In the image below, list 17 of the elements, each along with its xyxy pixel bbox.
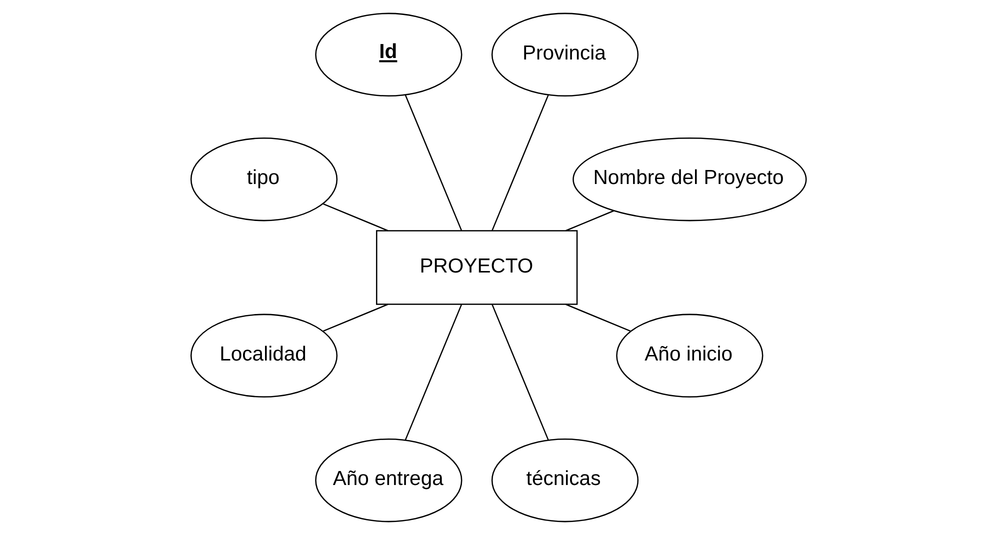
connector bbox=[404, 94, 462, 231]
node-ellipse: Provincia bbox=[491, 12, 639, 97]
connector bbox=[322, 203, 388, 232]
node-ellipse: Año inicio bbox=[616, 314, 764, 398]
node-ellipse: Localidad bbox=[190, 314, 338, 398]
node-ellipse: Año entrega bbox=[315, 438, 462, 522]
connector bbox=[492, 304, 549, 440]
node-ellipse: técnicas bbox=[491, 438, 639, 522]
node-box: PROYECTO bbox=[376, 230, 578, 305]
node-ellipse: tipo bbox=[190, 137, 338, 222]
connector bbox=[492, 94, 549, 231]
connector bbox=[404, 304, 462, 440]
connector bbox=[322, 304, 388, 332]
connector bbox=[566, 210, 614, 232]
node-ellipse: Nombre del Proyecto bbox=[572, 137, 807, 222]
connector bbox=[566, 304, 631, 332]
node-ellipse: Id bbox=[315, 12, 462, 97]
